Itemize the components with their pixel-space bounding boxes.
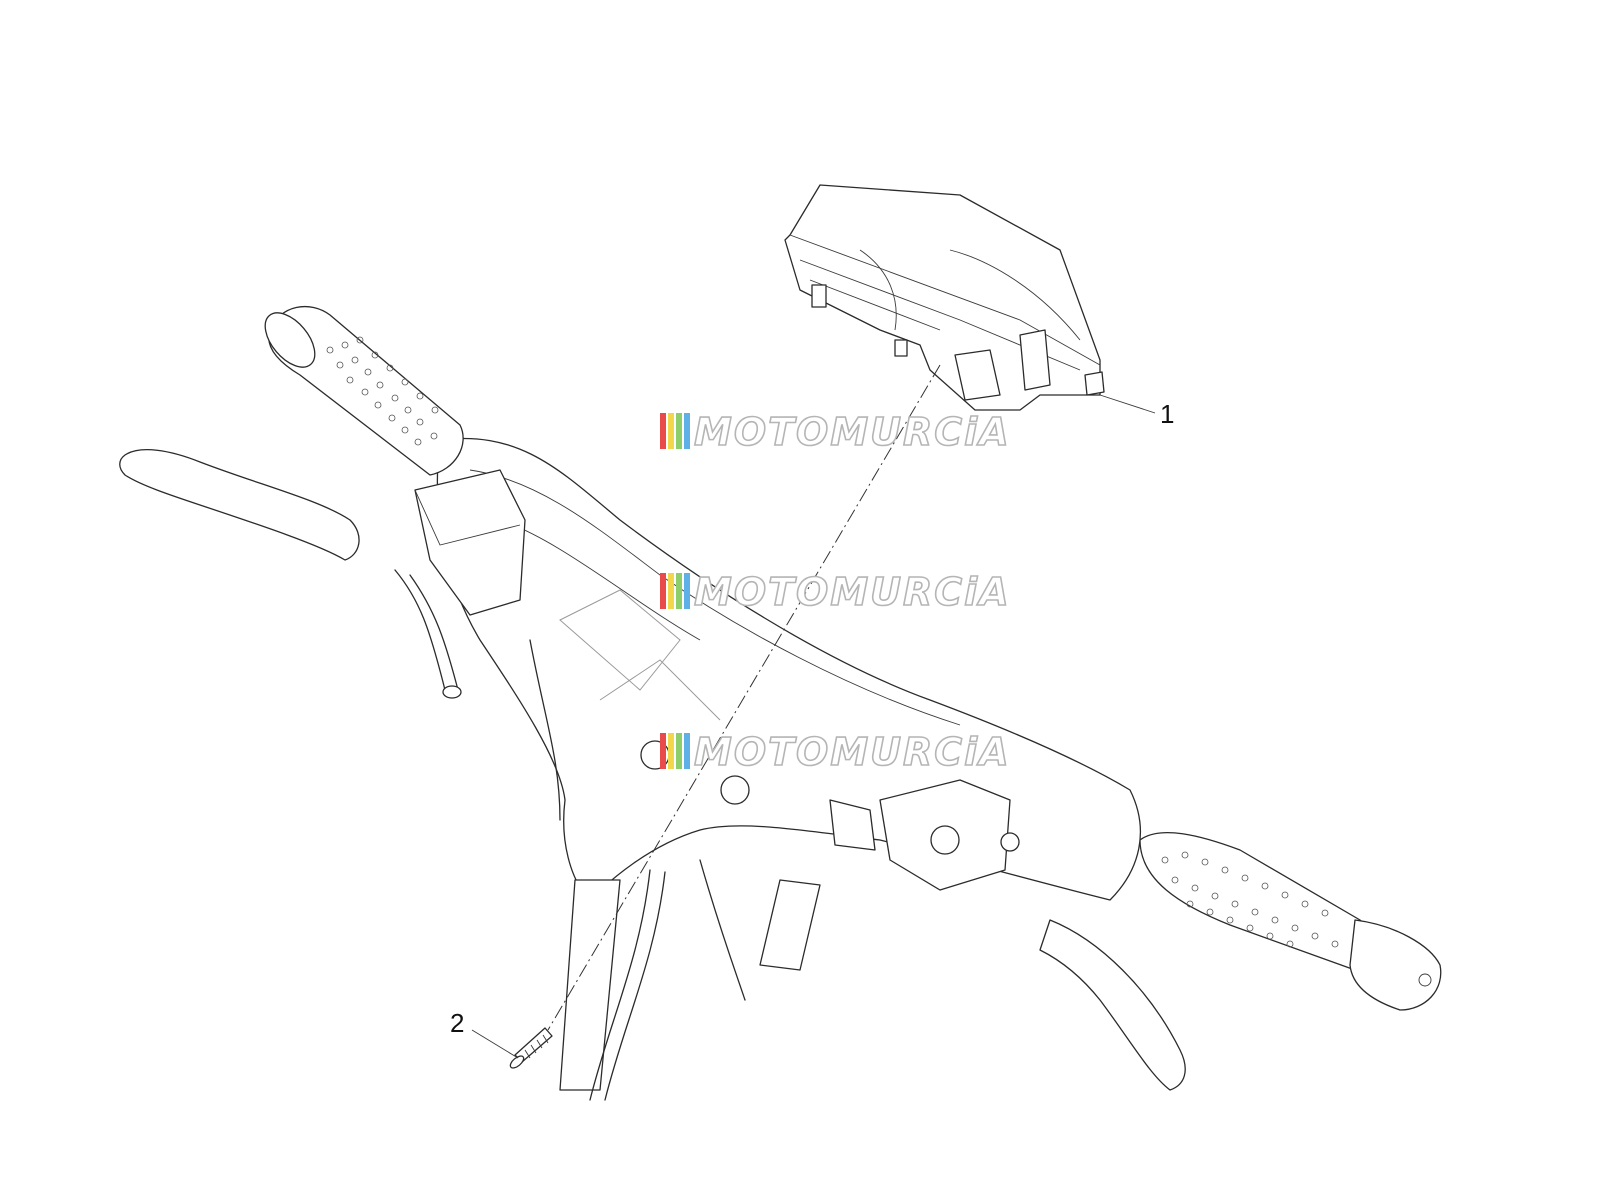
left-grip-texture — [326, 336, 439, 446]
instrument-cluster-body — [784, 184, 1101, 411]
left-master-cylinder — [414, 469, 526, 616]
fork-left — [559, 879, 621, 1091]
instrument-cluster-part — [784, 184, 1105, 411]
callout-2: 2 — [450, 1008, 519, 1059]
callout-1: 1 — [1099, 394, 1174, 429]
assembly-centerline — [547, 364, 941, 1031]
watermark-logo-3: MOTOMURCiA — [660, 729, 1011, 775]
screw-part — [509, 1027, 553, 1069]
fork-right — [759, 879, 821, 971]
watermark-text: MOTOMURCiA — [694, 730, 1011, 774]
left-grip — [264, 305, 464, 476]
right-grip-texture — [1161, 851, 1339, 948]
watermark-logo-2: MOTOMURCiA — [660, 569, 1011, 615]
watermark-text: MOTOMURCiA — [694, 570, 1011, 614]
watermark-text: MOTOMURCiA — [694, 410, 1011, 454]
right-grip — [1139, 831, 1442, 1011]
handlebar-body — [436, 437, 1142, 901]
callout-2-label: 2 — [450, 1008, 464, 1038]
right-brake-lever — [1039, 919, 1186, 1091]
watermark-logo-1: MOTOMURCiA — [660, 409, 1011, 455]
callout-1-label: 1 — [1160, 399, 1174, 429]
left-brake-lever — [119, 449, 360, 561]
